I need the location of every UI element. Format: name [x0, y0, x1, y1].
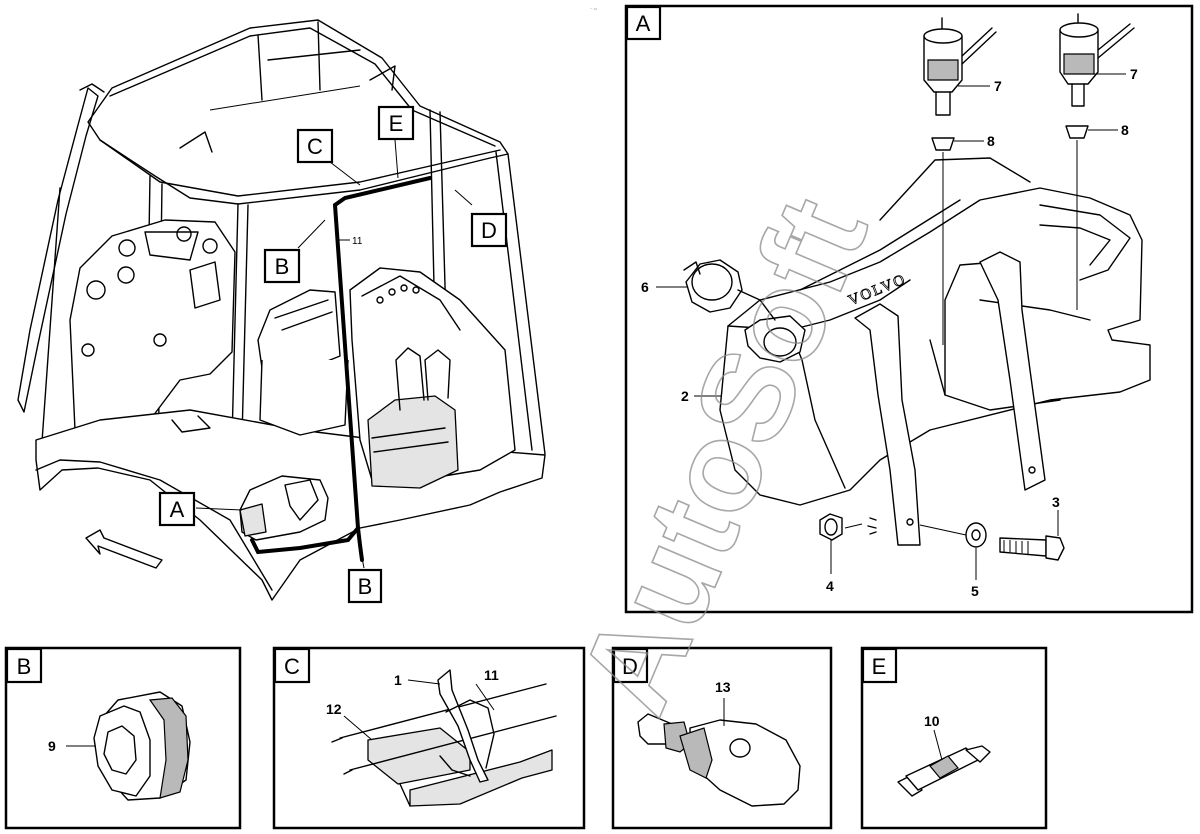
label-10: 10: [924, 713, 940, 729]
callout-b-label: B: [275, 254, 290, 279]
label-9: 9: [48, 738, 56, 754]
detail-b-panel: B 9: [4, 646, 242, 830]
label-11: 11: [484, 667, 499, 683]
detail-a-title: A: [636, 11, 651, 36]
label-4: 4: [826, 578, 834, 594]
label-13: 13: [715, 679, 731, 695]
detail-d-panel: D 13: [611, 646, 833, 830]
label-7-right: 7: [1130, 66, 1138, 82]
callout-c-label: C: [307, 134, 323, 159]
callout-a-label: A: [170, 497, 185, 522]
corner-mark: ~ ▭: [590, 6, 597, 11]
callout-C[interactable]: C: [296, 128, 334, 164]
pump-left: [923, 17, 997, 116]
detail-d-title: D: [622, 654, 638, 679]
label-7-left: 7: [994, 78, 1002, 94]
cab-part-label-11: 11: [352, 236, 363, 247]
detail-e-panel: E 10: [860, 646, 1048, 830]
callout-E[interactable]: E: [377, 105, 415, 141]
label-2: 2: [681, 388, 689, 404]
callout-A[interactable]: A: [158, 491, 196, 527]
detail-c-title: C: [284, 654, 300, 679]
pump-right: [1059, 13, 1135, 107]
label-3: 3: [1052, 494, 1060, 510]
detail-a-labels: 7 7 8 8 6 2 3 4 5: [641, 66, 1138, 599]
callout-d-label: D: [481, 218, 497, 243]
detail-a-panel: A VOLVO: [624, 4, 1194, 614]
callout-b-lower-label: B: [358, 574, 373, 599]
label-6: 6: [641, 279, 649, 295]
cab-illustration: 11: [17, 19, 546, 601]
callout-B-lower[interactable]: B: [347, 568, 383, 604]
label-8-right: 8: [1121, 122, 1129, 138]
detail-e-title: E: [872, 654, 887, 679]
label-1: 1: [394, 672, 402, 688]
callout-e-label: E: [389, 111, 404, 136]
label-5: 5: [971, 583, 979, 599]
callout-B-upper[interactable]: B: [263, 248, 301, 284]
label-12: 12: [326, 701, 342, 717]
callout-D[interactable]: D: [470, 212, 508, 248]
detail-b-title: B: [17, 654, 32, 679]
detail-c-panel: C 1 11 12: [272, 646, 586, 830]
label-8-left: 8: [987, 133, 995, 149]
